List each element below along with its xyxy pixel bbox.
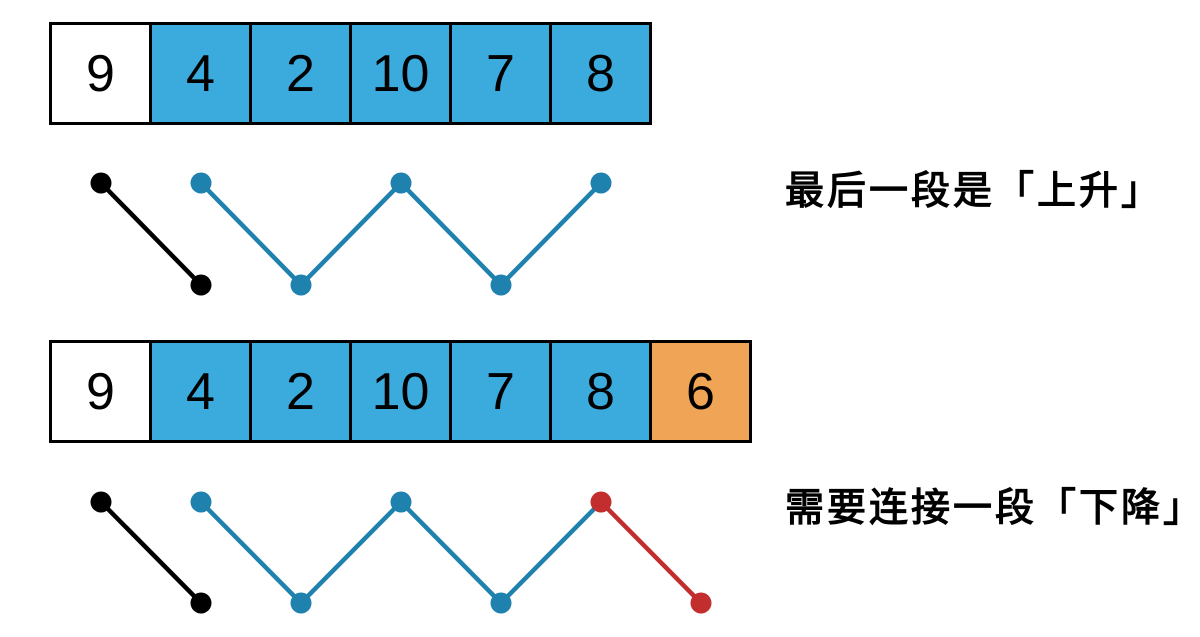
- array-cell-4: 4: [149, 22, 252, 125]
- array-cell-2: 2: [249, 340, 352, 443]
- plot-dot-blue: [190, 491, 212, 513]
- plot-dot-black: [90, 491, 112, 513]
- plot-dot-blue: [290, 274, 312, 296]
- array-cell-6: 6: [649, 340, 752, 443]
- plot-dot-blue: [390, 172, 412, 194]
- array-cell-9: 9: [49, 22, 152, 125]
- plot-segment-blue: [199, 181, 303, 287]
- plot-segment-blue: [199, 500, 303, 605]
- plot-segment-blue: [499, 500, 603, 605]
- array-cell-7: 7: [449, 22, 552, 125]
- caption-last-segment-ascending: 最后一段是「上升」: [785, 170, 1164, 213]
- plot-dot-black: [190, 274, 212, 296]
- plot-dot-blue: [390, 491, 412, 513]
- plot-dot-black: [90, 172, 112, 194]
- plot-segment-red: [599, 500, 703, 605]
- zigzag-top: [90, 172, 612, 296]
- array-cell-10: 10: [349, 22, 452, 125]
- plot-dot-black: [190, 592, 212, 614]
- plot-dot-blue: [490, 274, 512, 296]
- zigzag-bottom: [90, 491, 712, 614]
- plot-dot-red: [590, 491, 612, 513]
- plot-dot-blue: [290, 592, 312, 614]
- plot-segment-blue: [299, 500, 403, 605]
- plot-segment-blue: [399, 500, 503, 605]
- plot-segment-black: [99, 500, 203, 605]
- plot-dot-blue: [490, 592, 512, 614]
- plot-segment-black: [99, 181, 203, 287]
- plot-segment-blue: [499, 181, 603, 287]
- plot-dot-blue: [190, 172, 212, 194]
- caption-need-descending-segment: 需要连接一段「下降」: [785, 487, 1200, 530]
- array-cell-4: 4: [149, 340, 252, 443]
- array-cell-8: 8: [549, 22, 652, 125]
- plot-segment-blue: [299, 181, 403, 287]
- array-cell-10: 10: [349, 340, 452, 443]
- plot-dot-blue: [590, 172, 612, 194]
- plot-segment-blue: [399, 181, 503, 287]
- plot-dot-red: [690, 592, 712, 614]
